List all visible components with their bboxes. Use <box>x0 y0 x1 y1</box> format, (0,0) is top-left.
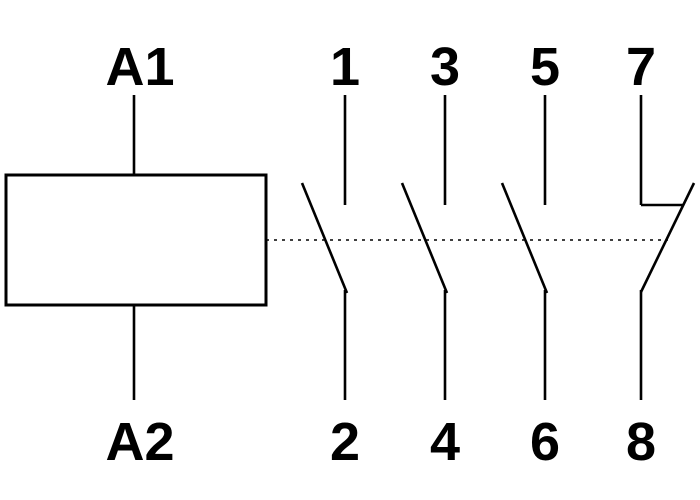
moving-contact-blade-7-8 <box>639 182 696 293</box>
terminal-label-5: 5 <box>530 37 560 97</box>
terminal-label-a1: A1 <box>105 37 174 97</box>
coil-body <box>4 173 268 307</box>
moving-contact-blade-1-2 <box>300 182 349 294</box>
terminal-label-a2: A2 <box>105 412 174 472</box>
contact-pole-3-4: 3 4 <box>400 37 460 472</box>
contact-pole-7-8: 7 8 <box>626 37 696 472</box>
moving-contact-blade-3-4 <box>400 182 449 294</box>
terminal-label-2: 2 <box>330 412 360 472</box>
terminal-label-4: 4 <box>430 412 460 472</box>
terminal-label-7: 7 <box>626 37 656 97</box>
contact-pole-5-6: 5 6 <box>500 37 560 472</box>
contact-pole-1-2: 1 2 <box>300 37 360 472</box>
moving-contact-blade-5-6 <box>500 182 549 294</box>
coil-group: A1 A2 <box>4 37 268 472</box>
terminal-label-1: 1 <box>330 37 360 97</box>
terminal-label-6: 6 <box>530 412 560 472</box>
terminal-label-8: 8 <box>626 412 656 472</box>
terminal-label-3: 3 <box>430 37 460 97</box>
